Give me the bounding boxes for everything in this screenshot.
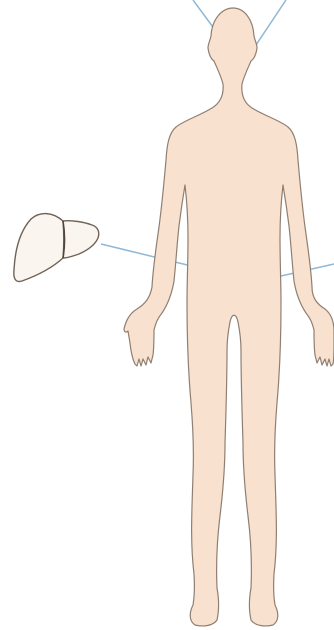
liver-icon xyxy=(14,214,99,282)
liver-right-lobe xyxy=(14,214,65,282)
leader-line-head-right xyxy=(254,0,286,48)
liver-left-lobe xyxy=(63,221,99,258)
human-body-outline xyxy=(124,8,334,626)
